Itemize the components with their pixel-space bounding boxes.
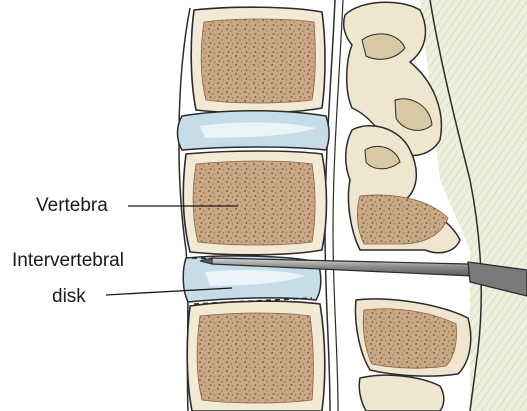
vertebra-middle-body: [193, 161, 315, 245]
intervertebral-label-line1: Intervertebral: [12, 251, 124, 270]
intervertebral-label-line2: disk: [52, 287, 86, 306]
posterior-ligament-line-2: [333, 0, 343, 411]
vertebra-label: Vertebra: [36, 196, 108, 215]
vertebra-bottom-body: [197, 313, 313, 403]
vertebra-top-body: [201, 19, 315, 103]
facet-bottom: [359, 375, 444, 411]
